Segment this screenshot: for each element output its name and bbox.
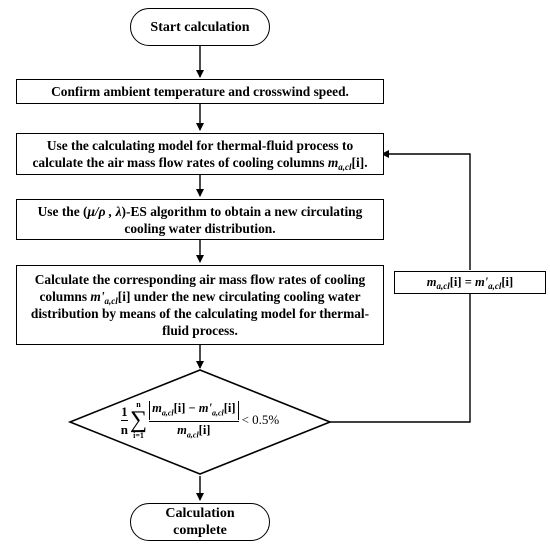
step-recalculate-air-mass-flow: Calculate the corresponding air mass flo… xyxy=(16,265,384,345)
end-label: Calculation complete xyxy=(165,506,235,538)
step-confirm-conditions: Confirm ambient temperature and crosswin… xyxy=(16,79,384,104)
step-es-algorithm: Use the (μ/ρ , λ)-ES algorithm to obtain… xyxy=(16,199,384,240)
decision-condition: 1 n n ∑ i=1 ma,cl[i] − m'a,cl[i] ma,cl[i… xyxy=(100,390,300,450)
feedback-arrow xyxy=(381,150,471,270)
decision-relative-error: ma,cl[i] − m'a,cl[i] ma,cl[i] xyxy=(149,400,239,440)
step3-text: Use the (μ/ρ , λ)-ES algorithm to obtain… xyxy=(37,203,363,236)
step4-text: Calculate the corresponding air mass flo… xyxy=(30,272,370,338)
end-terminal: Calculation complete xyxy=(130,503,270,541)
decision-sum: n ∑ i=1 xyxy=(129,400,148,440)
start-terminal: Start calculation xyxy=(130,8,270,46)
decision-diamond xyxy=(67,369,333,475)
decision-threshold: < 0.5% xyxy=(241,412,280,427)
feedback-line xyxy=(330,294,471,423)
start-label: Start calculation xyxy=(150,19,250,35)
feedback-text: ma,cl[i] = m'a,cl[i] xyxy=(426,275,514,291)
step1-label: Confirm ambient temperature and crosswin… xyxy=(51,84,349,99)
step-calculate-air-mass-flow: Use the calculating model for thermal-fl… xyxy=(16,133,384,175)
feedback-assignment-box: ma,cl[i] = m'a,cl[i] xyxy=(394,271,546,294)
decision-one-over-n: 1 n xyxy=(120,403,128,437)
step2-text: Use the calculating model for thermal-fl… xyxy=(32,138,368,172)
